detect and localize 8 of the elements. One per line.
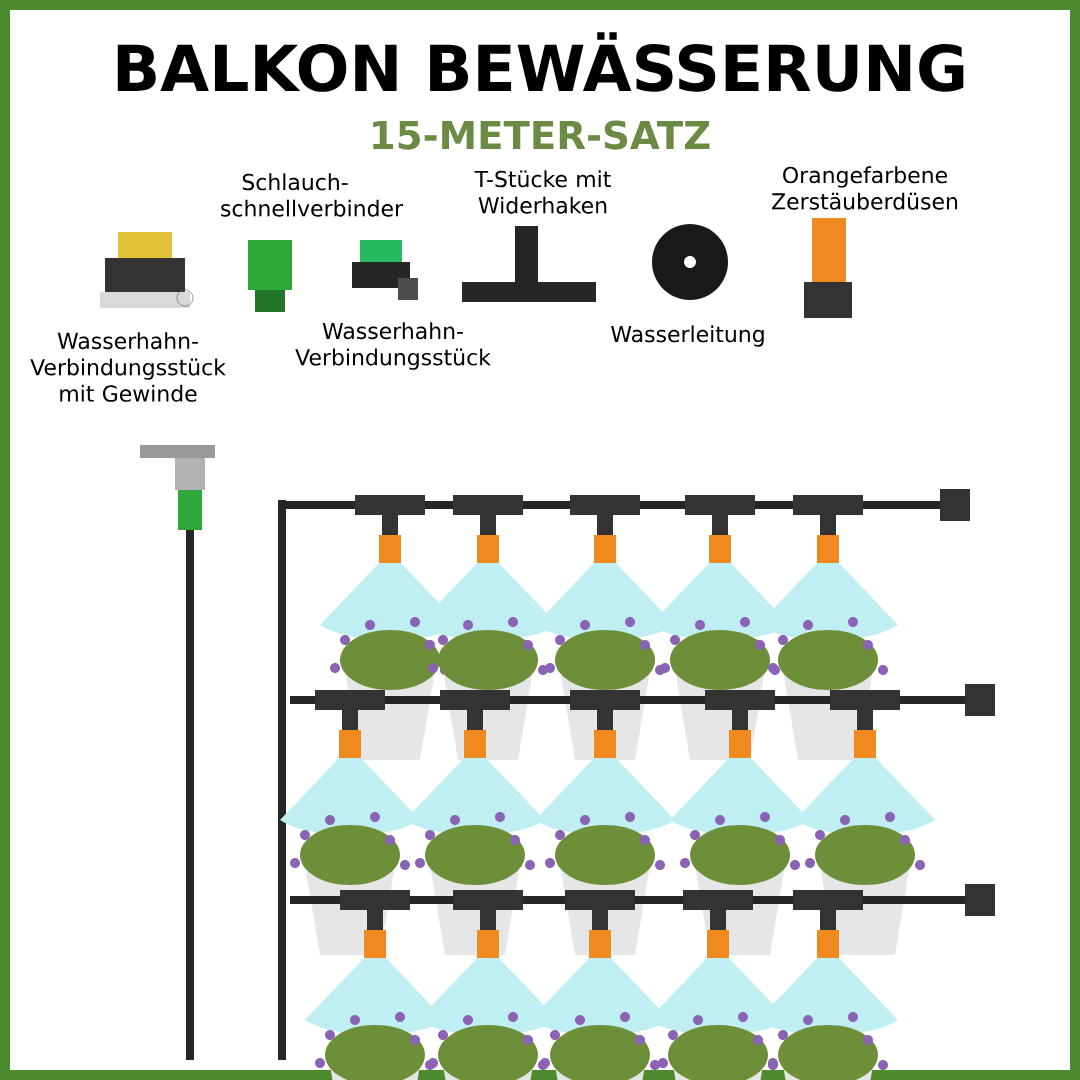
part-label: Wasserleitung	[611, 325, 764, 347]
part-label: Schlauch-schnellverbinder	[221, 173, 404, 217]
title: BALKON BEWÄSSERUNG	[117, 32, 964, 92]
part-label: Wasserhahn-Verbindungsstück mit Gewinde	[30, 332, 226, 402]
subtitle: 15-METER-SATZ	[373, 120, 710, 150]
part-label: T-Stücke mit Widerhaken	[474, 170, 611, 214]
part-label: Orangefarbene Zerstäuberdüsen	[772, 166, 958, 210]
part-label: Wasserhahn-Verbindungsstück	[295, 322, 491, 370]
